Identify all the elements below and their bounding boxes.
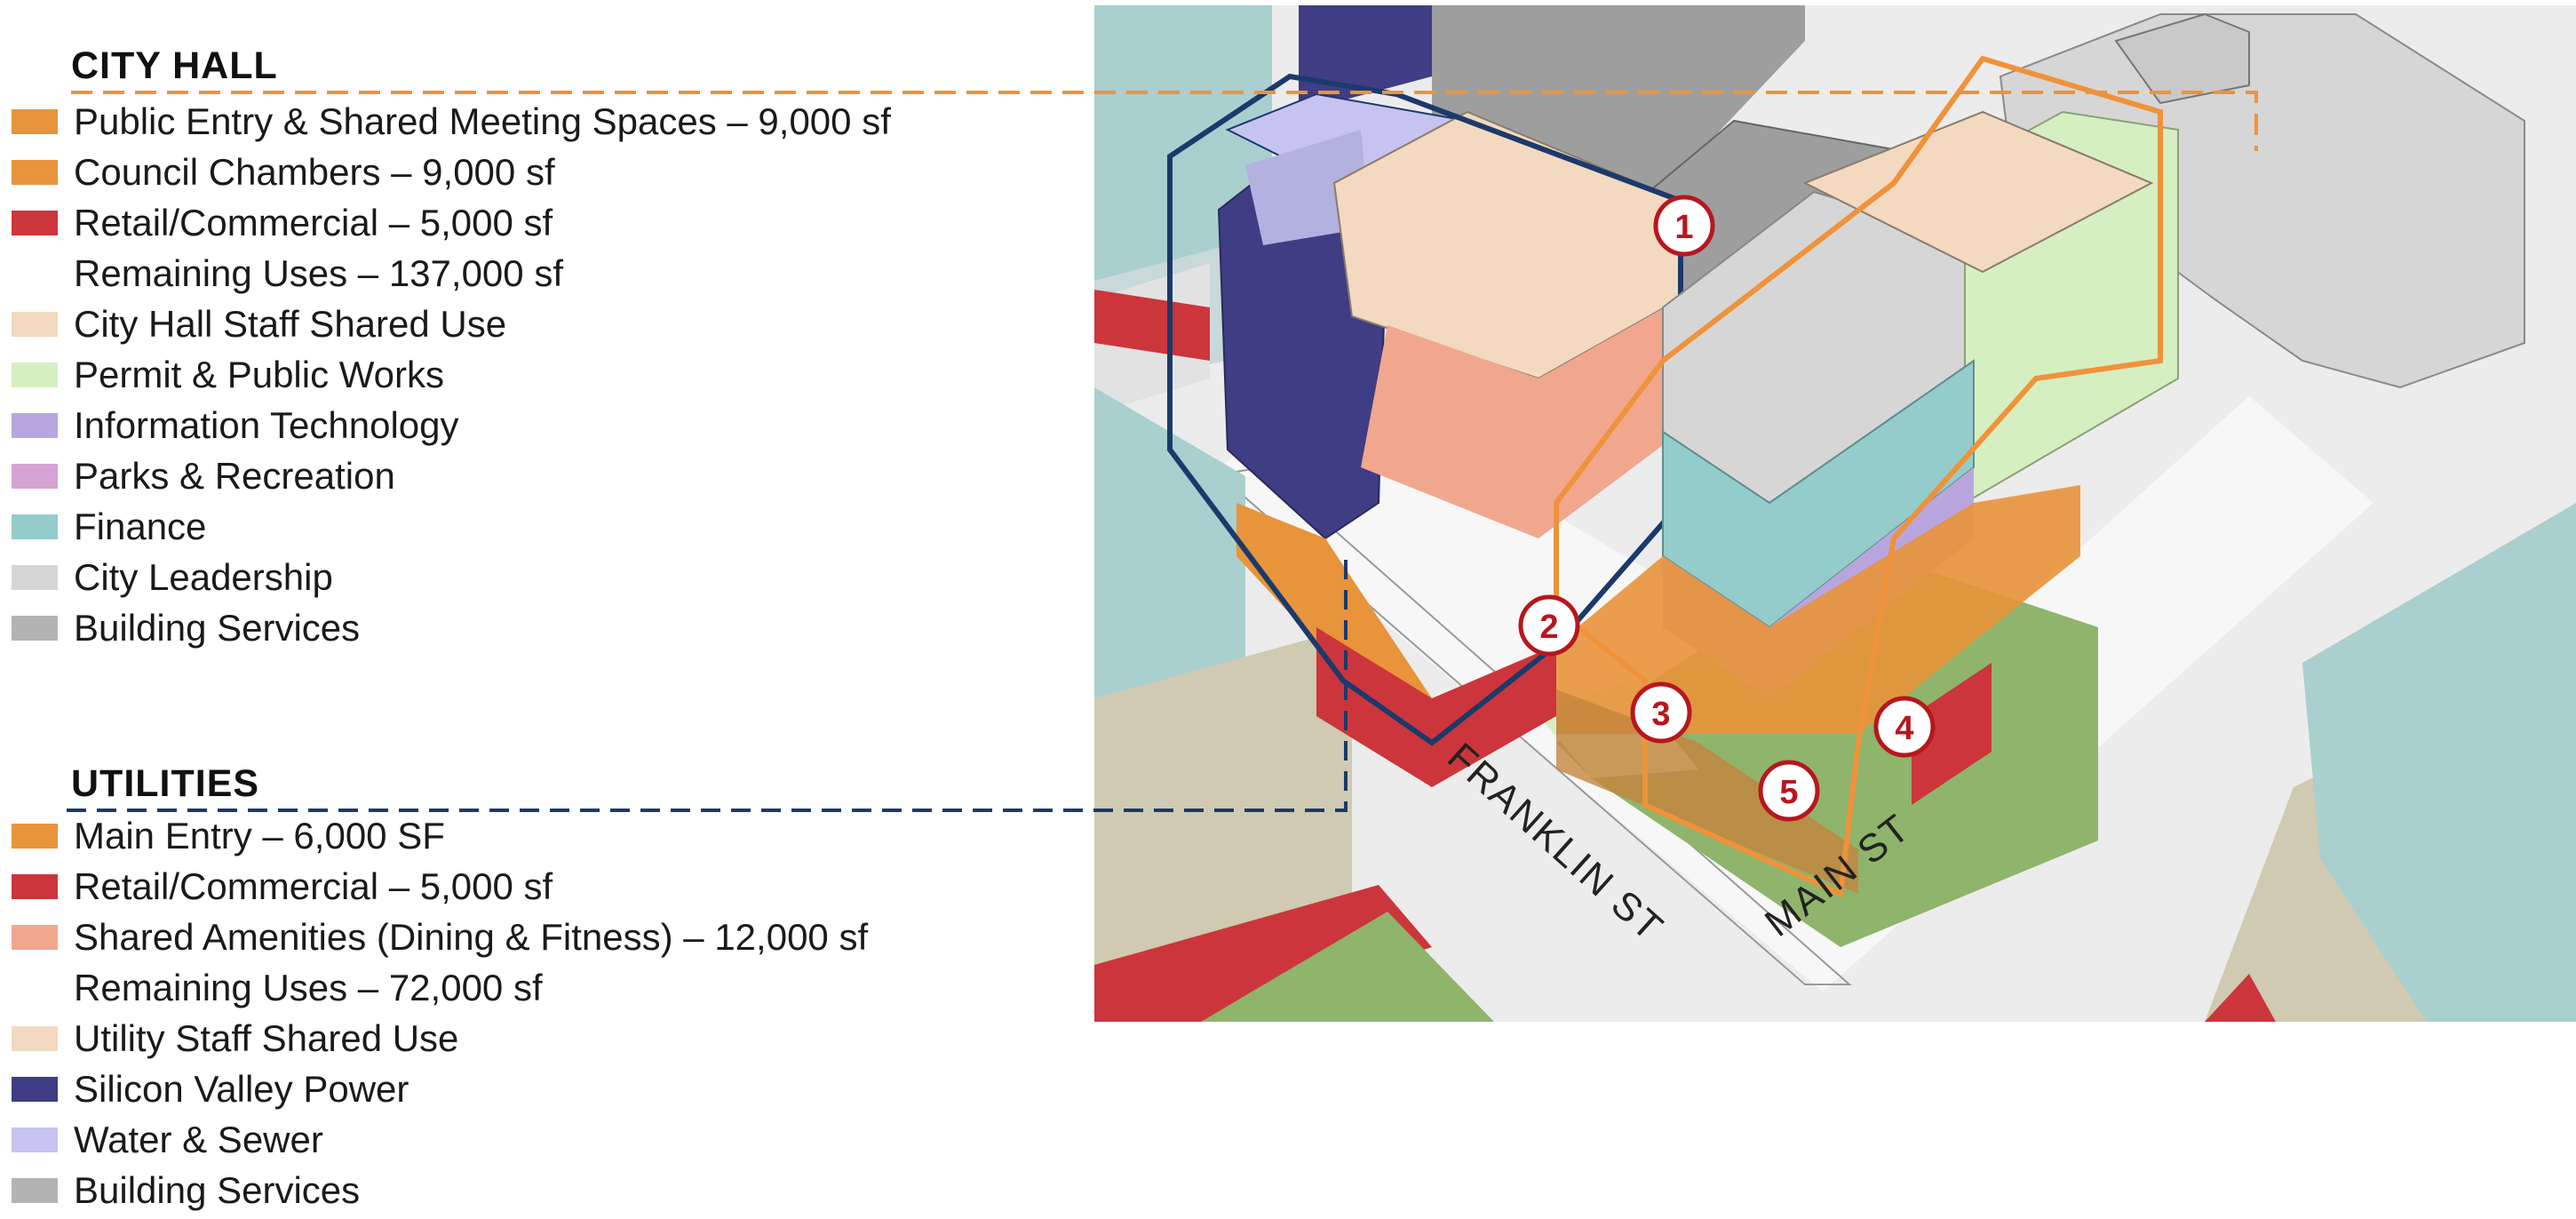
city-hall-legend-item: Retail/Commercial – 5,000 sf	[0, 197, 891, 248]
legend-label: Shared Amenities (Dining & Fitness) – 12…	[74, 916, 868, 959]
utilities-legend-item: Silicon Valley Power	[0, 1064, 868, 1114]
utilities-legend-item: Water & Sewer	[0, 1114, 868, 1165]
legend-label: Parks & Recreation	[74, 455, 395, 498]
legend-swatch	[12, 1127, 58, 1152]
legend-swatch	[12, 1026, 58, 1051]
legend-label: Water & Sewer	[74, 1119, 323, 1161]
city-hall-legend-item: City Hall Staff Shared Use	[0, 299, 891, 349]
marker-4: 4	[1876, 698, 1933, 755]
utilities-legend-item: Main Entry – 6,000 SF	[0, 810, 868, 861]
svg-text:3: 3	[1651, 696, 1670, 733]
legend-label: Silicon Valley Power	[74, 1068, 409, 1111]
legend-label: Retail/Commercial – 5,000 sf	[74, 202, 553, 244]
city-hall-legend-item: Building Services	[0, 602, 891, 653]
city-hall-legend-item: Public Entry & Shared Meeting Spaces – 9…	[0, 96, 891, 147]
marker-3: 3	[1633, 684, 1690, 741]
utilities-legend-item: Retail/Commercial – 5,000 sf	[0, 861, 868, 912]
marker-5: 5	[1761, 762, 1817, 819]
utilities-legend-title: UTILITIES	[71, 762, 259, 806]
utilities-legend-list: Main Entry – 6,000 SF Retail/Commercial –…	[0, 810, 868, 1215]
legend-label: Building Services	[74, 607, 360, 649]
legend-swatch	[12, 1178, 58, 1203]
legend-swatch	[12, 514, 58, 539]
city-hall-legend-item: Finance	[0, 501, 891, 552]
legend-label: Remaining Uses – 72,000 sf	[74, 967, 543, 1009]
utilities-legend-item: Utility Staff Shared Use	[0, 1013, 868, 1064]
legend-swatch	[12, 109, 58, 134]
legend-swatch	[12, 363, 58, 387]
site-massing-diagram: FRANKLIN ST MAIN ST 1 2 3 4 5	[1094, 5, 2576, 1022]
legend-swatch	[12, 565, 58, 590]
marker-2: 2	[1521, 597, 1578, 654]
legend-label: Permit & Public Works	[74, 354, 444, 396]
marker-1: 1	[1656, 197, 1713, 254]
legend-panel: CITY HALL Public Entry & Shared Meeting …	[0, 0, 1093, 1219]
legend-swatch	[12, 464, 58, 489]
legend-swatch	[12, 211, 58, 235]
city-hall-legend-item: Parks & Recreation	[0, 450, 891, 501]
legend-swatch	[12, 925, 58, 950]
legend-label: City Leadership	[74, 556, 333, 599]
city-hall-legend-item: Permit & Public Works	[0, 349, 891, 400]
svg-text:4: 4	[1895, 710, 1913, 747]
legend-label: Retail/Commercial – 5,000 sf	[74, 865, 553, 908]
legend-label: Finance	[74, 506, 206, 548]
legend-swatch	[12, 160, 58, 185]
city-hall-legend-item: City Leadership	[0, 552, 891, 602]
svg-text:1: 1	[1674, 209, 1693, 246]
legend-label: City Hall Staff Shared Use	[74, 303, 506, 346]
legend-swatch	[12, 824, 58, 849]
city-hall-legend-title: CITY HALL	[71, 44, 278, 88]
svg-text:5: 5	[1779, 774, 1798, 811]
legend-label: Remaining Uses – 137,000 sf	[74, 252, 563, 295]
svg-text:2: 2	[1539, 609, 1558, 646]
utilities-legend-item: Shared Amenities (Dining & Fitness) – 12…	[0, 912, 868, 962]
legend-swatch	[12, 312, 58, 337]
legend-label: Council Chambers – 9,000 sf	[74, 151, 555, 194]
legend-swatch	[12, 413, 58, 438]
legend-label: Building Services	[74, 1169, 360, 1212]
legend-label: Information Technology	[74, 404, 459, 447]
legend-label: Utility Staff Shared Use	[74, 1017, 458, 1060]
legend-swatch	[12, 874, 58, 899]
city-hall-legend-item: Council Chambers – 9,000 sf	[0, 147, 891, 197]
utilities-legend-item: Building Services	[0, 1165, 868, 1215]
utilities-legend-item: Remaining Uses – 72,000 sf	[0, 962, 868, 1013]
legend-swatch	[12, 1077, 58, 1102]
legend-label: Public Entry & Shared Meeting Spaces – 9…	[74, 100, 891, 143]
city-hall-legend-item: Remaining Uses – 137,000 sf	[0, 248, 891, 299]
city-hall-legend-list: Public Entry & Shared Meeting Spaces – 9…	[0, 96, 891, 653]
legend-label: Main Entry – 6,000 SF	[74, 815, 445, 857]
city-hall-legend-item: Information Technology	[0, 400, 891, 450]
massing-svg: FRANKLIN ST MAIN ST 1 2 3 4 5	[1094, 5, 2576, 1022]
legend-swatch	[12, 261, 58, 286]
legend-swatch	[12, 616, 58, 641]
legend-swatch	[12, 976, 58, 1000]
